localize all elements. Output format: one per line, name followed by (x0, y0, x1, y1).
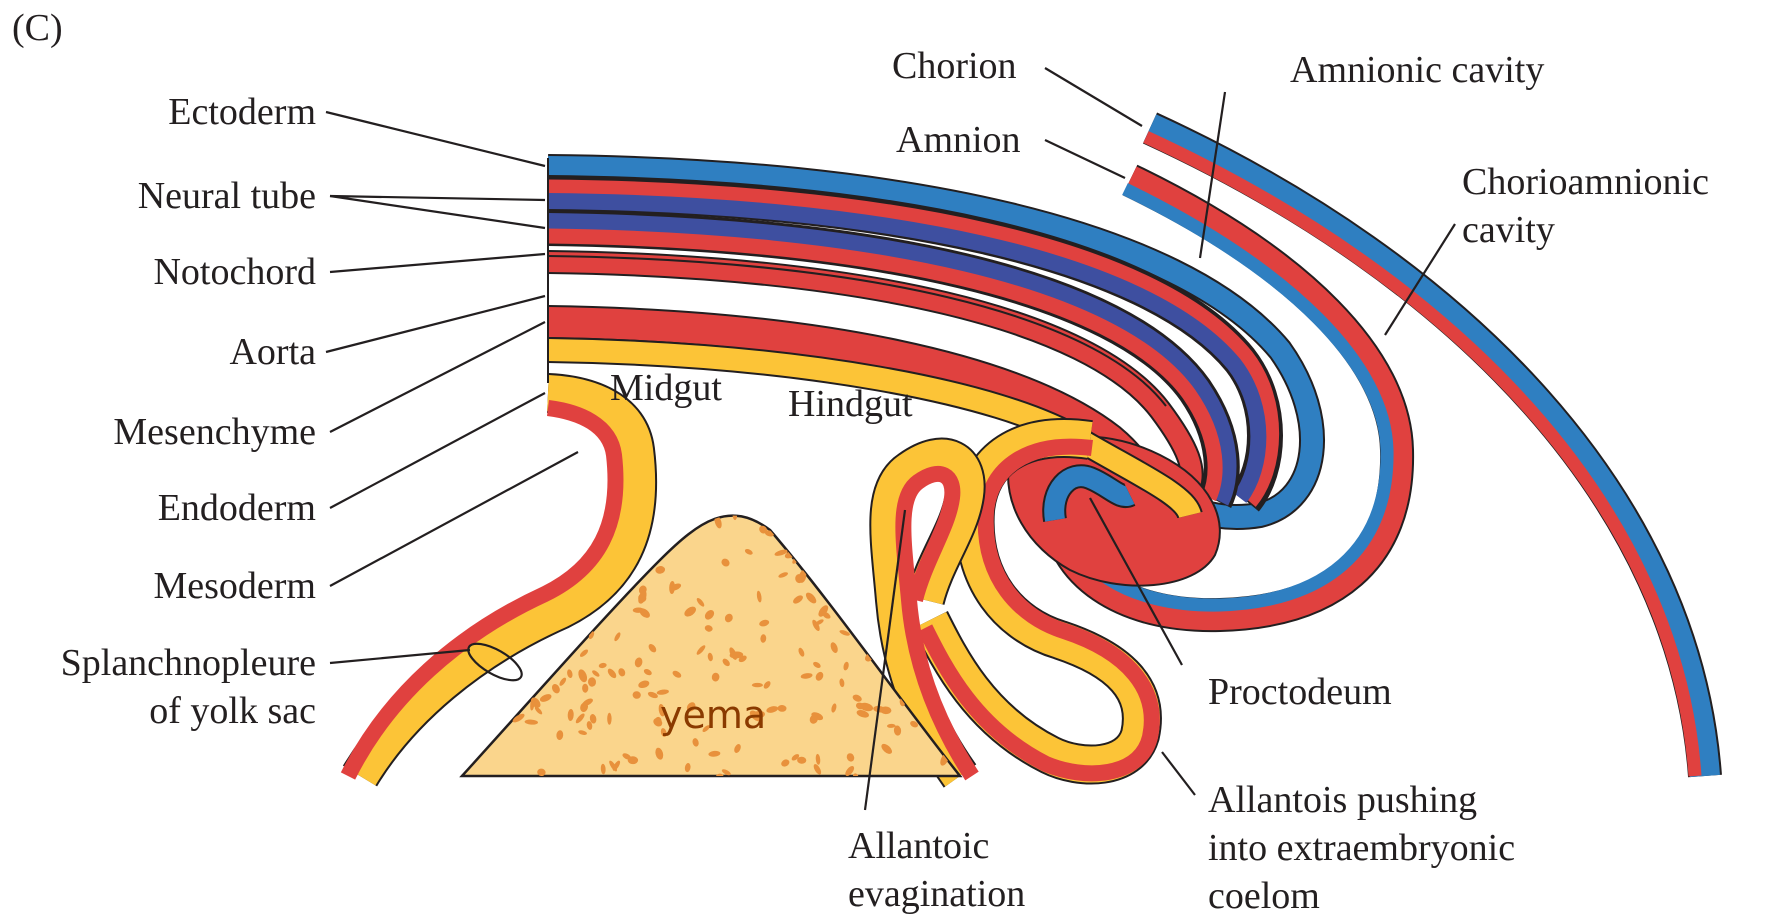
yolk-granule (607, 713, 611, 725)
yolk-granule (553, 510, 567, 519)
mesoderm-label: Mesoderm (153, 565, 316, 607)
yolk-granule (680, 514, 692, 529)
yolk-granule (821, 525, 835, 537)
yolk-granule (947, 705, 961, 713)
yolk-granule (848, 615, 862, 625)
chorioamnionic-cavity-label-line2: cavity (1462, 209, 1555, 251)
aorta-label: Aorta (229, 331, 316, 373)
yolk-granule (546, 521, 552, 533)
yolk-granule (718, 504, 727, 515)
labels: (C) Ectoderm Neural tube Notochord Aorta… (12, 7, 1709, 917)
allantois-pushing-label-line3: coelom (1208, 875, 1320, 917)
yolk-granule (549, 537, 555, 546)
neural-tube-label: Neural tube (138, 175, 316, 217)
yolk-granule (706, 502, 718, 515)
yolk-granule (483, 502, 494, 517)
splanchnopleure-label-line2: of yolk sac (149, 690, 316, 732)
chorion-label: Chorion (892, 45, 1017, 87)
cut-edges (547, 158, 549, 383)
yolk-granule (689, 498, 704, 513)
yolk-granule (752, 683, 763, 687)
yolk-granule (528, 527, 543, 540)
yolk-granule (821, 573, 835, 581)
yolk-granule (682, 499, 692, 509)
yolk-granule (467, 596, 480, 605)
yolk-granule (516, 499, 527, 510)
yolk-granule (759, 502, 770, 514)
yolk-granule (838, 553, 847, 564)
yolk-granule (852, 498, 865, 510)
hindgut-label: Hindgut (788, 383, 913, 425)
yolk-label: yema (660, 693, 766, 737)
yolk-granule (482, 556, 489, 570)
yolk-granule (549, 508, 565, 520)
yolk-granule (509, 507, 520, 519)
yolk-granule (638, 559, 650, 570)
amnionic-cavity-label: Amnionic cavity (1290, 49, 1544, 91)
yolk-granule (701, 497, 711, 508)
yolk-granule (563, 645, 573, 650)
yolk-granule (547, 494, 555, 507)
yolk-granule (494, 703, 506, 712)
yolk-granule (523, 549, 533, 558)
yolk-granule (552, 549, 563, 558)
yolk-granule (671, 526, 680, 539)
yolk-granule (650, 536, 661, 547)
amnion-label: Amnion (896, 119, 1021, 161)
yolk-granule (503, 510, 518, 523)
yolk-granule (528, 543, 541, 558)
notochord-label: Notochord (153, 251, 316, 293)
endoderm-label: Endoderm (158, 487, 316, 529)
yolk-granule (818, 573, 832, 580)
yolk-granule (466, 584, 476, 592)
yolk-granule (528, 498, 533, 511)
allantoic-evagination-label-line2: evagination (848, 873, 1025, 915)
yolk-granule (490, 709, 496, 721)
yolk-granule (788, 516, 798, 526)
yolk-granule (533, 542, 543, 550)
panel-label: (C) (12, 7, 63, 49)
yolk-granule (506, 516, 516, 522)
yolk-granule (471, 531, 482, 542)
yolk-granule (789, 527, 803, 534)
yolk-granule (828, 532, 840, 542)
yolk-granule (912, 528, 925, 537)
yolk-granule (506, 533, 519, 546)
chorioamnionic-cavity-label-line1: Chorioamnionic (1462, 161, 1709, 203)
yolk-granule (508, 582, 519, 590)
yolk-granule (500, 559, 509, 565)
allantois-pushing-label-line1: Allantois pushing (1208, 779, 1477, 821)
splanchnopleure-label-line1: Splanchnopleure (61, 642, 316, 684)
yolk-granule (494, 566, 501, 577)
yolk-granule (919, 503, 934, 517)
proctodeum-label: Proctodeum (1208, 671, 1392, 713)
yolk-granule (511, 533, 521, 543)
yolk-granule (812, 499, 821, 509)
yolk-granule (786, 497, 795, 506)
yolk-granule (628, 756, 638, 764)
yolk-granule (503, 661, 514, 676)
yolk-granule (542, 534, 555, 541)
allantoic-evagination-label-line1: Allantoic (848, 825, 989, 867)
midgut-label: Midgut (610, 367, 722, 409)
yolk-granule (736, 501, 747, 511)
yolk-granule (802, 529, 815, 537)
mesenchyme-label: Mesenchyme (113, 411, 316, 453)
ectoderm-label: Ectoderm (168, 91, 316, 133)
allantois-pushing-label-line2: into extraembryonic (1208, 827, 1515, 869)
yolk-granule (572, 527, 583, 539)
yolk-granule (534, 564, 546, 573)
